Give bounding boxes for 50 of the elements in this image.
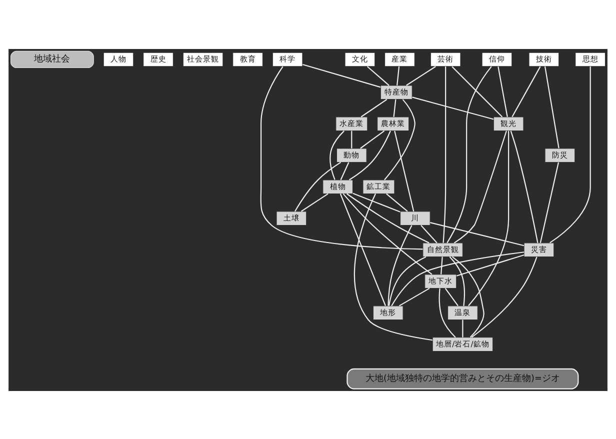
connector: [354, 193, 433, 340]
connector: [300, 192, 328, 212]
connector: [462, 319, 464, 337]
connector: [471, 256, 538, 338]
connector: [260, 66, 423, 250]
connector: [512, 66, 541, 117]
connector: [544, 66, 560, 148]
connector: [342, 192, 432, 274]
connector: [340, 193, 386, 306]
connector: [420, 224, 438, 243]
connector: [456, 254, 524, 276]
connector: [302, 63, 381, 88]
connector: [391, 251, 524, 306]
connector: [406, 66, 436, 86]
connector: [438, 288, 456, 338]
connector: [393, 98, 396, 116]
connector: [330, 130, 344, 180]
connector: [396, 66, 400, 85]
connector: [384, 98, 416, 180]
connector: [550, 66, 591, 243]
connector: [366, 66, 390, 86]
connector: [352, 192, 400, 212]
connector: [498, 66, 508, 116]
connector: [386, 192, 408, 212]
connector: [440, 256, 443, 274]
connector: [468, 130, 510, 306]
connector: [294, 161, 342, 212]
connector: [452, 256, 484, 338]
connector: [360, 130, 385, 148]
connector: [388, 224, 412, 306]
connector: [540, 162, 560, 242]
node-box: 大地(地域独特の地学的営みとその生産物)=ジオ: [346, 368, 579, 389]
connector: [430, 222, 524, 246]
connector: [388, 256, 426, 306]
connector: [510, 130, 538, 242]
connector: [442, 66, 446, 242]
connector: [351, 130, 352, 148]
connector: [454, 130, 507, 243]
connector: [449, 256, 465, 306]
connector: [412, 96, 494, 120]
connector: [446, 66, 492, 243]
connector: [398, 287, 430, 306]
connector: [360, 98, 388, 117]
connector: [340, 162, 350, 180]
node-box: 地域社会: [10, 50, 94, 68]
connector: [346, 192, 430, 243]
connector: [394, 130, 414, 211]
connector: [348, 130, 391, 180]
connector: [444, 288, 458, 306]
connector: [452, 66, 503, 117]
